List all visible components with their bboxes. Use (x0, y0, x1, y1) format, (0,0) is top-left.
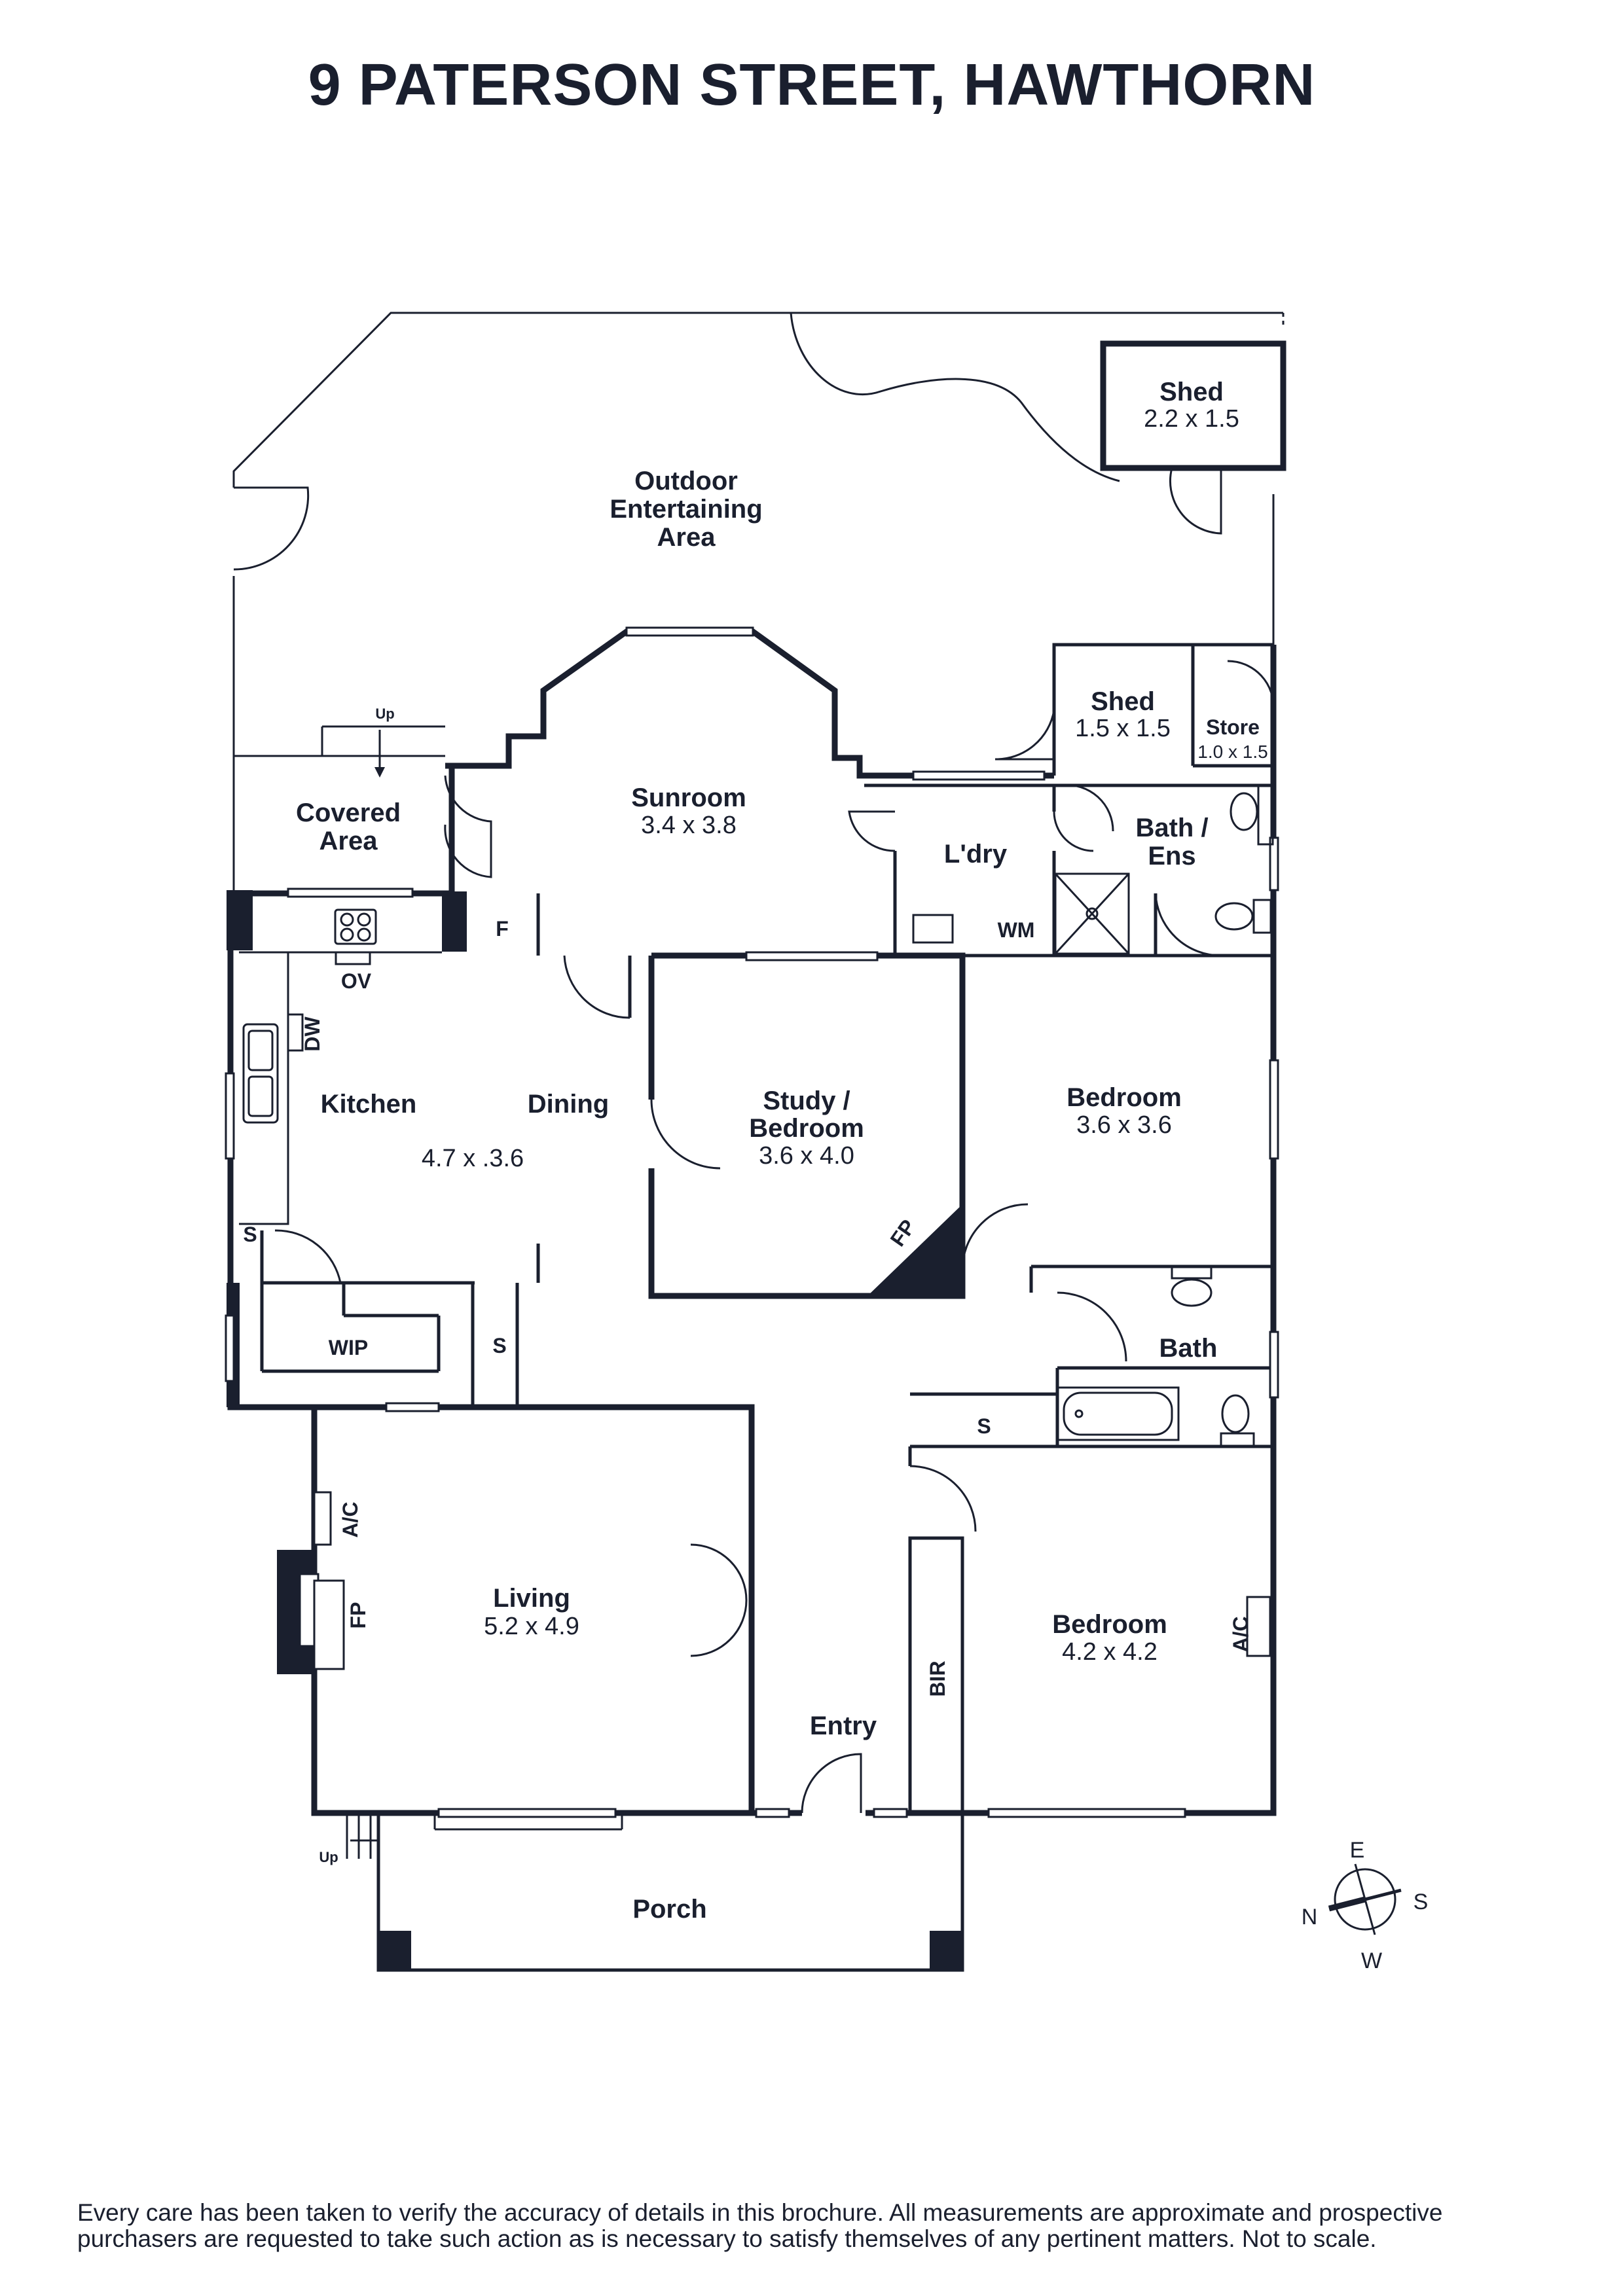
store-dim: 1.0 x 1.5 (1197, 742, 1267, 762)
laundry-label: L'dry (944, 840, 1008, 869)
oven-label: OV (341, 969, 372, 993)
house-walls (227, 628, 1277, 1972)
bedroom2-label: Bedroom (1052, 1610, 1167, 1639)
entry-label: Entry (810, 1712, 877, 1740)
covered-label-1: Covered (296, 798, 401, 827)
living-dim: 5.2 x 4.9 (484, 1613, 579, 1640)
bath-ens-label-1: Bath / (1135, 814, 1208, 842)
dishwasher-label: DW (301, 1016, 324, 1052)
study-label-1: Study / (763, 1086, 850, 1115)
compass-e: E (1350, 1838, 1365, 1863)
compass-w: W (1361, 1948, 1382, 1973)
storage-label-bath: S (977, 1414, 991, 1438)
shed-large-label: Shed (1159, 378, 1224, 406)
storage-label-hall: S (492, 1334, 506, 1357)
shed-small-dim: 1.5 x 1.5 (1075, 715, 1171, 742)
disclaimer-line-1: Every care has been taken to verify the … (77, 2199, 1442, 2226)
page-title: 9 PATERSON STREET, HAWTHORN (308, 52, 1316, 118)
study-label-2: Bedroom (749, 1114, 864, 1143)
outdoor-boundary (232, 312, 1285, 890)
door-swings (274, 660, 1275, 1814)
living-label: Living (493, 1584, 570, 1613)
outdoor-label-1: Outdoor (634, 467, 738, 495)
bath-ens-label-2: Ens (1148, 842, 1195, 870)
bath-label: Bath (1159, 1334, 1218, 1363)
bir-label: BIR (926, 1660, 949, 1696)
dining-label: Dining (528, 1090, 609, 1119)
sunroom-label: Sunroom (631, 783, 746, 812)
store-label: Store (1206, 715, 1260, 739)
steps (321, 725, 445, 1859)
sunroom-dim: 3.4 x 3.8 (641, 812, 737, 839)
bedroom-ac-label: A/C (1229, 1616, 1252, 1652)
living-fireplace-label: FP (346, 1602, 370, 1629)
compass (1328, 1863, 1402, 1935)
shed-large-dim: 2.2 x 1.5 (1144, 405, 1239, 433)
living-fixtures (299, 1491, 1271, 1670)
bedroom1-dim: 3.6 x 3.6 (1076, 1111, 1172, 1139)
bedroom2-dim: 4.2 x 4.2 (1062, 1638, 1158, 1666)
study-dim: 3.6 x 4.0 (759, 1142, 854, 1170)
shed-large (1100, 340, 1286, 535)
porch-label: Porch (632, 1895, 706, 1924)
outdoor-label-2: Entertaining (610, 495, 762, 524)
fridge-label: F (496, 917, 509, 941)
kitchen-counters (239, 908, 442, 1225)
covered-label-2: Area (319, 827, 378, 855)
up-label-top: Up (375, 706, 394, 722)
wip-label: WIP (329, 1336, 368, 1359)
storage-label-kitchen: S (243, 1223, 257, 1246)
dining-dim: 4.7 x .3.6 (422, 1145, 524, 1172)
washing-machine-label: WM (998, 918, 1035, 942)
shed-small-label: Shed (1091, 687, 1155, 716)
compass-s: S (1413, 1890, 1429, 1914)
study-fireplace-label: FP (886, 1215, 921, 1251)
outdoor-label-3: Area (657, 523, 716, 552)
living-ac-label: A/C (338, 1501, 362, 1537)
wet-area-fixtures (912, 784, 1274, 1448)
kitchen-label: Kitchen (321, 1090, 417, 1119)
bedroom1-label: Bedroom (1067, 1083, 1182, 1112)
compass-n: N (1302, 1905, 1318, 1929)
disclaimer-line-2: purchasers are requested to take such ac… (77, 2225, 1377, 2252)
up-label-porch: Up (319, 1849, 338, 1865)
windows (225, 626, 1279, 1818)
